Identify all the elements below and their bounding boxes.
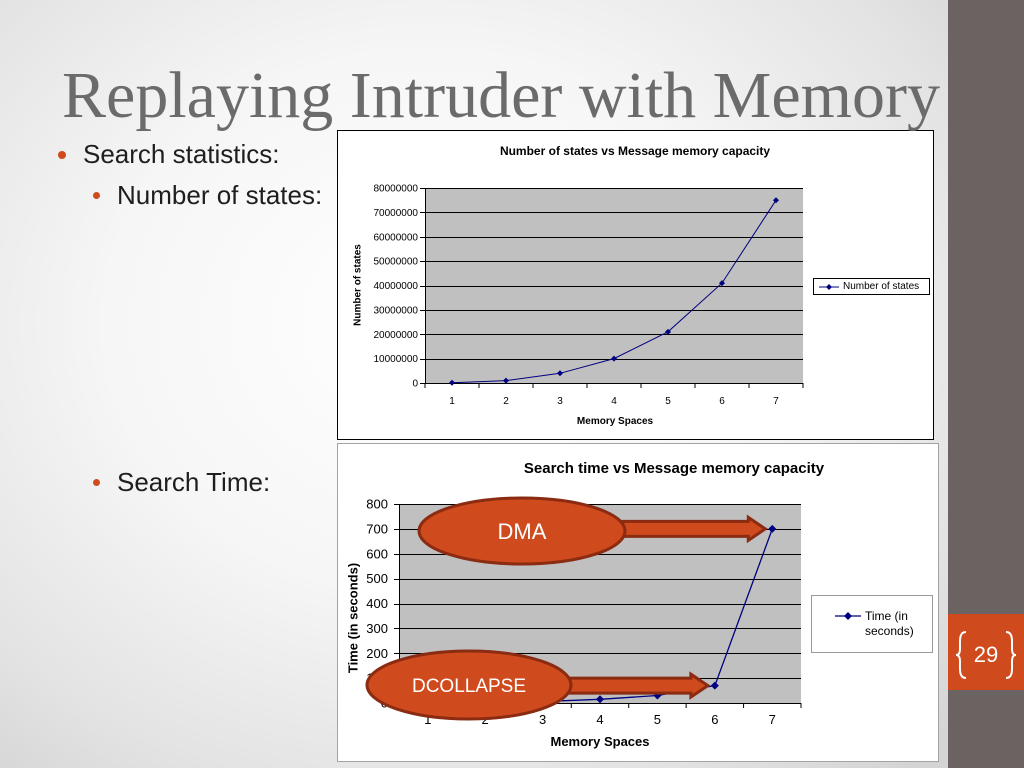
y-tick-label: 80000000 (374, 184, 419, 195)
y-axis-label: Time (in seconds) (346, 563, 361, 673)
bullet-text: Search statistics: (83, 139, 280, 169)
page-number-frame (955, 631, 1017, 679)
annotation-dma: DMA (417, 496, 768, 566)
slide-title: Replaying Intruder with Memory (62, 59, 940, 132)
chart-canvas: 01002003004005006007008001234567 Search … (346, 460, 825, 749)
legend-swatch (835, 612, 861, 620)
data-point (449, 379, 455, 386)
y-tick-label: 400 (366, 596, 388, 611)
y-tick-label: 200 (366, 646, 388, 661)
x-tick-label: 6 (711, 712, 718, 727)
y-tick-label: 0 (412, 379, 418, 390)
y-axis-label: Number of states (353, 244, 364, 326)
y-tick-label: 300 (366, 621, 388, 636)
x-tick-label: 7 (773, 396, 779, 407)
y-tick-label: 40000000 (374, 281, 419, 292)
bullet-dot (58, 151, 66, 159)
x-tick-label: 6 (719, 396, 725, 407)
data-point (665, 328, 671, 335)
data-point (768, 524, 777, 533)
y-tick-label: 500 (366, 571, 388, 586)
data-point (719, 280, 725, 287)
legend-label: Number of states (843, 281, 920, 292)
annotation-label: DCOLLAPSE (412, 676, 526, 697)
annotation-oval (417, 496, 627, 566)
y-tick-label: 800 (366, 497, 388, 512)
y-tick-label: 60000000 (374, 232, 419, 243)
y-tick-label: 20000000 (374, 330, 419, 341)
sub-bullet-dot (92, 478, 100, 486)
sub-bullet-text: Number of states: (117, 180, 323, 210)
y-tick-label: 70000000 (374, 208, 419, 219)
data-point (611, 355, 617, 362)
legend-marker (826, 284, 832, 290)
sub-bullet-text: Search Time: (117, 467, 271, 497)
y-tick-label: 50000000 (374, 257, 419, 268)
legend-swatch (819, 284, 839, 290)
annotation-arrow (562, 671, 711, 700)
y-tick-label: 30000000 (374, 305, 419, 316)
annotation-oval (365, 649, 573, 721)
x-axis-label: Memory Spaces (577, 416, 654, 427)
annotation-arrow (615, 514, 768, 544)
x-tick-label: 1 (449, 396, 455, 407)
sub-bullet-dot (92, 191, 100, 199)
annotation-dcollapse: DCOLLAPSE (365, 649, 711, 721)
left-bracket-icon (955, 631, 967, 679)
data-point (596, 695, 604, 704)
x-tick-label: 3 (539, 712, 546, 727)
data-point (773, 197, 779, 204)
page-number: 29 (973, 642, 999, 667)
page-number-tag: 29 (948, 614, 1024, 690)
x-tick-label: 5 (665, 396, 671, 407)
x-tick-label: 7 (769, 712, 776, 727)
legend-marker (844, 612, 852, 620)
data-point (710, 681, 719, 690)
x-axis-label: Memory Spaces (551, 734, 650, 749)
chart-search-time: 01002003004005006007008001234567 Search … (337, 443, 939, 762)
x-tick-label: 4 (611, 396, 617, 407)
x-tick-label: 5 (654, 712, 661, 727)
data-point (557, 370, 563, 377)
x-tick-label: 1 (424, 712, 431, 727)
chart-number-of-states: 0 10000000 20000000 30000000 40000000 5000000… (337, 130, 934, 440)
chart-title: Search time vs Message memory capacity (524, 460, 825, 477)
x-tick-label: 2 (503, 396, 509, 407)
y-tick-label: 10000000 (374, 354, 419, 365)
x-tick-label: 4 (596, 712, 603, 727)
data-point (503, 377, 509, 384)
legend-label: Time (in seconds) (865, 609, 914, 638)
right-bracket-icon (1005, 631, 1017, 679)
chart-legend: Number of states (813, 278, 930, 295)
annotation-label: DMA (498, 519, 547, 544)
chart-canvas: 0 10000000 20000000 30000000 40000000 5000000… (353, 144, 804, 427)
plot-area (425, 188, 803, 383)
y-tick-label: 600 (366, 546, 388, 561)
x-tick-label: 3 (557, 396, 563, 407)
chart-legend: Time (in seconds) (811, 595, 933, 653)
y-tick-label: 700 (366, 521, 388, 536)
plot-group: 0 10000000 20000000 30000000 40000000 5000000… (374, 184, 804, 407)
chart-title: Number of states vs Message memory capac… (500, 144, 770, 158)
